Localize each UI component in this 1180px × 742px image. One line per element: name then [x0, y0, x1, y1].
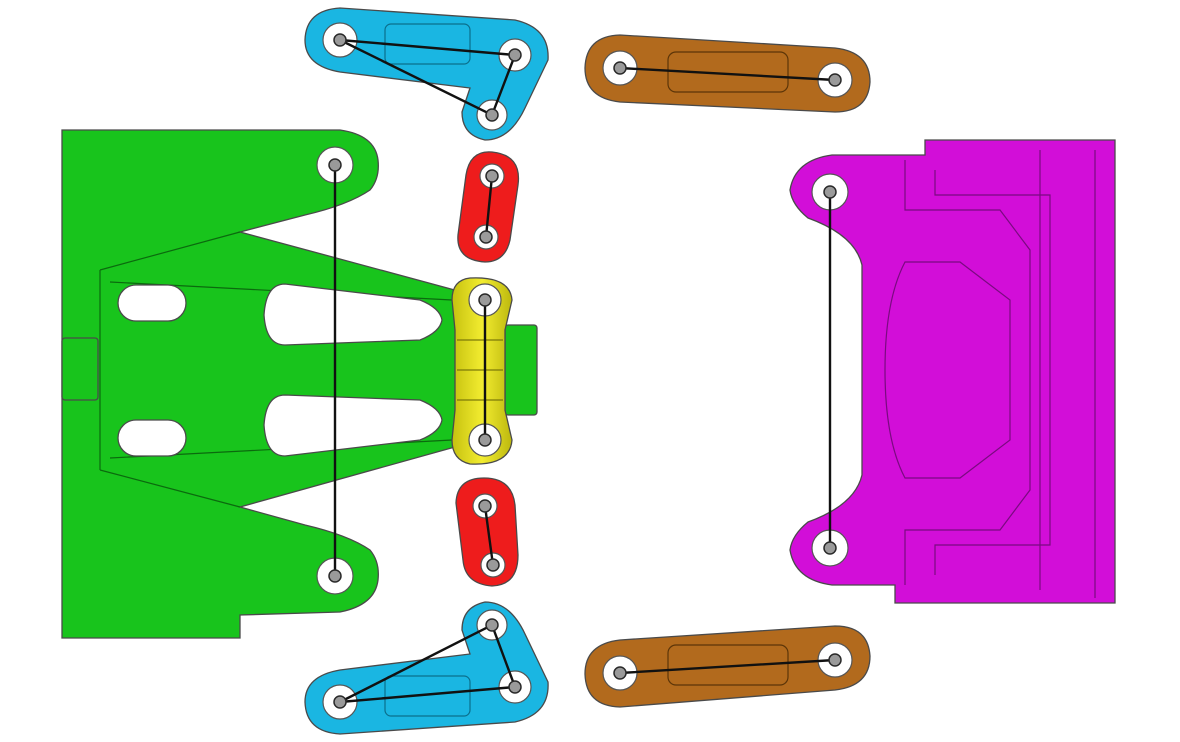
pin-lower-crank-c: [485, 618, 499, 632]
lower-rocker: [455, 477, 519, 587]
pin-upper-coupler-b: [828, 73, 842, 87]
base-frame-stub: [504, 324, 538, 416]
base-frame-slot-lower-left: [117, 419, 187, 457]
pin-lower-coupler-b: [828, 653, 842, 667]
lower-crank-slot: [384, 675, 471, 717]
pin-upper-crank-a: [333, 33, 347, 47]
pin-upper-crank-c: [485, 108, 499, 122]
pin-lower-rocker-b: [486, 558, 500, 572]
link-line-lower-crank: [339, 623, 517, 704]
pin-center-bottom: [478, 433, 492, 447]
kinematic-lines: [333, 38, 837, 704]
pin-lower-crank-a: [333, 695, 347, 709]
center-block-body: [451, 277, 513, 465]
pin-upper-coupler-a: [613, 61, 627, 75]
base-frame: [61, 129, 538, 639]
pin-lower-crank-b: [508, 680, 522, 694]
base-frame-slot-lower-right: [263, 394, 443, 457]
link-line-lower-rocker: [483, 504, 495, 567]
center-block-ribs: [457, 339, 503, 401]
pin-base-top: [328, 158, 342, 172]
base-frame-slot-upper-left: [117, 284, 187, 322]
carrier: [789, 139, 1116, 604]
pin-lower-coupler-a: [613, 666, 627, 680]
pin-center-top: [478, 293, 492, 307]
pins: [328, 33, 842, 709]
pin-upper-rocker-a: [485, 169, 499, 183]
carrier-window: [884, 261, 1011, 479]
link-line-lower-coupler: [618, 658, 837, 675]
pin-base-bottom: [328, 569, 342, 583]
base-frame-slot-upper-right: [263, 283, 443, 346]
pin-lower-rocker-a: [478, 499, 492, 513]
lower-coupler-slot: [667, 644, 789, 686]
pin-upper-rocker-b: [479, 230, 493, 244]
carrier-body: [789, 139, 1116, 604]
upper-crank: [304, 7, 549, 141]
base-frame-body: [61, 129, 463, 639]
upper-coupler-slot: [667, 51, 789, 93]
link-line-upper-coupler: [618, 66, 837, 82]
link-line-upper-crank: [339, 38, 517, 117]
link-line-upper-rocker: [484, 174, 494, 239]
lower-crank: [304, 601, 549, 735]
pin-carrier-top: [823, 185, 837, 199]
base-frame-web: [99, 231, 453, 508]
pin-carrier-bottom: [823, 541, 837, 555]
pin-upper-crank-b: [508, 48, 522, 62]
base-frame-shaft: [61, 337, 99, 401]
carrier-pocket-lines: [904, 150, 1096, 598]
